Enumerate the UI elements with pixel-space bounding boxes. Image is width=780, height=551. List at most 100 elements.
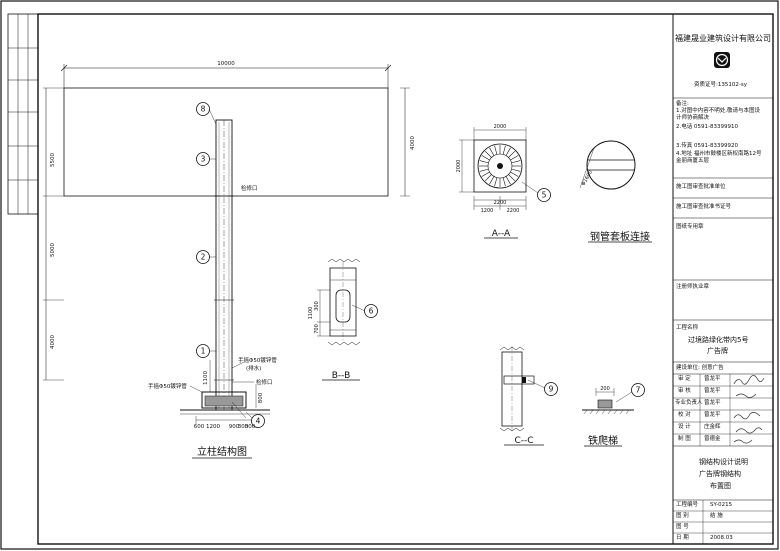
aa-rib <box>494 145 498 155</box>
aa-rib <box>505 147 511 156</box>
client-name: 建设单位: 创意广告 <box>676 365 724 371</box>
aa-rib <box>494 177 498 187</box>
callout-circles <box>196 102 645 428</box>
dim-total-width: 10000 <box>217 61 235 67</box>
sheet-info-label-4: 日 期 <box>676 535 689 541</box>
aa-rib <box>510 155 519 161</box>
role-name-1: 曾龙平 <box>704 376 721 382</box>
sheet-info-label-1: 工程编号 <box>676 502 699 508</box>
aa-rib <box>508 150 516 158</box>
note-drain-sub: (排水) <box>246 364 261 372</box>
dim-base-e: 900 <box>229 424 240 430</box>
callout-6: 6 <box>369 307 374 316</box>
sheet-info-value-4: 2008.03 <box>710 535 733 541</box>
dim-board-height-right: 4000 <box>410 136 416 150</box>
role-label-4: 校 对 <box>678 412 691 418</box>
role-name-5: 庄金辉 <box>704 424 721 430</box>
notes-line-4: 3.传真 0591-83399920 <box>676 143 738 149</box>
role-label-3: 专业负责人 <box>675 400 703 406</box>
project-name-line1: 过境路绿化带内5号 <box>688 336 749 344</box>
inner-frame <box>37 13 774 545</box>
note-check-hole: 检修口 <box>241 184 258 192</box>
billboard-panel <box>63 87 389 197</box>
role-label-2: 审 核 <box>678 388 691 394</box>
aa-rib <box>510 171 519 177</box>
dim-base-f: 300 <box>238 424 249 430</box>
role-name-2: 曾龙平 <box>704 388 721 394</box>
aa-rib <box>484 150 492 158</box>
dim-base-b: 1200 <box>206 424 220 430</box>
review-unit: 施工图审查批准单位 <box>676 184 726 190</box>
section-bb-drawing <box>317 258 361 381</box>
section-aa-label: A--A <box>492 229 511 239</box>
aa-dim-mid: 2200 <box>494 200 507 206</box>
section-bb-label: B--B <box>332 371 351 381</box>
project-label: 工程名称 <box>676 325 699 331</box>
dim-base-a: 1100 <box>203 371 209 385</box>
note-check-hole-2: 检修口 <box>256 378 273 386</box>
notes-line-1: 1.对图中内容不明处,敬请与本图设 <box>676 108 760 114</box>
dim-column-lower: 4000 <box>50 335 56 349</box>
notes-title: 备注: <box>676 101 689 107</box>
column-elevation <box>43 64 410 459</box>
role-name-4: 曾龙平 <box>704 412 721 418</box>
notes-line-3: 2.电话 0591-83399910 <box>676 124 738 130</box>
sheet-info-value-2: 结 施 <box>710 513 723 519</box>
sleeve-dim: Φ1600 <box>581 170 595 187</box>
aa-dim-right-bottom: 2200 <box>507 208 520 214</box>
dim-base-c: 600 <box>194 424 205 430</box>
note-drain-left: 手摇Φ50镀锌管 <box>148 382 187 390</box>
drawing-labels: 10000 5500 4000 5000 4000 1100 1200 600 … <box>50 61 650 458</box>
role-label-6: 制 图 <box>678 436 691 442</box>
dim-board-height-left: 5500 <box>50 153 56 167</box>
project-name-line2: 广告牌 <box>707 347 728 355</box>
bb-dim-3: 1100 <box>308 307 314 320</box>
role-name-3: 曾龙平 <box>704 400 721 406</box>
sheet-title-line3: 布置图 <box>710 482 731 490</box>
aa-rib <box>479 160 489 164</box>
role-label-1: 审 定 <box>678 376 691 382</box>
engineer-seal: 注册师执业章 <box>676 284 710 290</box>
main-title: 立柱结构图 <box>197 445 247 458</box>
note-drain: 手摇Φ50镀锌管 <box>238 356 277 364</box>
aa-dim-top: 2000 <box>494 124 507 130</box>
signature-marks <box>733 375 765 444</box>
callout-7: 7 <box>636 386 641 395</box>
dim-base-g: 300 <box>245 424 256 430</box>
ladder-drawing <box>582 388 634 447</box>
callout-8: 8 <box>201 105 206 114</box>
sheet-info-value-1: SY-0215 <box>710 502 733 508</box>
aa-rib <box>505 176 511 185</box>
callout-2: 2 <box>201 253 206 262</box>
aa-rib <box>479 168 489 172</box>
left-binding-strip <box>7 13 39 215</box>
aa-rib <box>484 174 492 182</box>
role-label-5: 设 计 <box>678 424 691 430</box>
sheet-title-line1: 钢结构设计说明 <box>699 458 748 466</box>
callout-1: 1 <box>201 347 206 356</box>
callout-3: 3 <box>201 155 206 164</box>
callout-9: 9 <box>549 385 554 394</box>
aa-rib <box>502 145 506 155</box>
section-aa-drawing <box>459 127 527 239</box>
drawing-seal: 图纸专用章 <box>676 224 704 230</box>
sleeve-title: 钢管套板连接 <box>590 230 650 243</box>
aa-rib <box>508 174 516 182</box>
aa-rib <box>489 147 495 156</box>
qualification-number: 资质证号:135102-sy <box>694 82 747 88</box>
aa-dim-left-bottom: 1200 <box>481 208 494 214</box>
aa-rib <box>511 160 521 164</box>
dim-base-d: 800 <box>258 392 264 403</box>
aa-rib <box>481 155 490 161</box>
ladder-title: 铁爬梯 <box>588 434 618 447</box>
notes-line-5: 4.地址 福州市鼓楼区新权南路12号 <box>676 151 762 157</box>
section-cc-label: C--C <box>514 436 533 446</box>
callout-5: 5 <box>542 191 547 200</box>
sheet-info-label-3: 图 号 <box>676 524 689 530</box>
company-name: 福建晟业建筑设计有限公司 <box>675 34 771 43</box>
aa-rib <box>511 168 521 172</box>
bb-dim-1: 300 <box>314 301 320 311</box>
notes-line-2: 计师协商解决 <box>676 115 710 121</box>
